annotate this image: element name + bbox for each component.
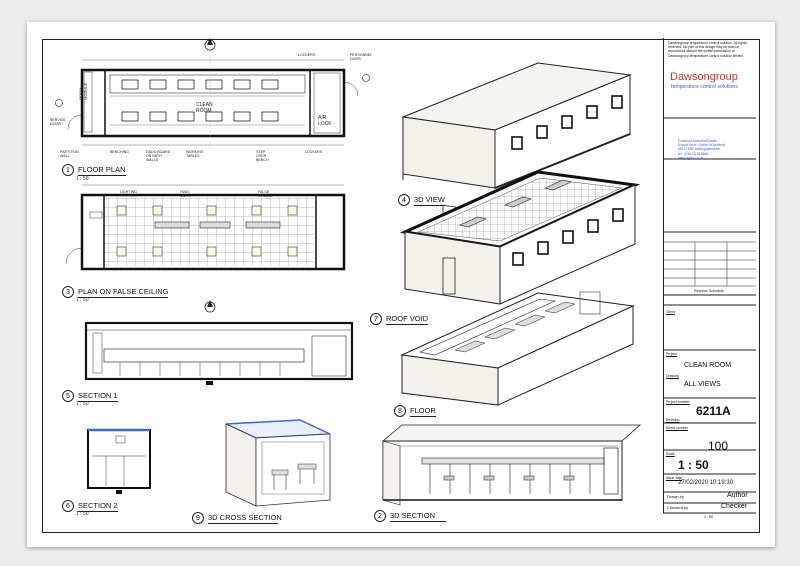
3d-view-drawing (401, 62, 632, 246)
view-label-false-ceiling: 3 PLAN ON FALSE CEILING (62, 286, 169, 298)
company-name: Dawsongroup (670, 71, 738, 83)
address-line: Foxwood Industrial Estate (678, 139, 718, 143)
label-lighting: LIGHTING (120, 190, 137, 194)
label-step-over-bench: STEP OVER BENCH (256, 150, 269, 162)
project-number-value: 6211A (696, 404, 731, 418)
drawn-by-value: Author (727, 492, 748, 499)
address-line: Export Drive, Sutton in Ashfield (678, 143, 725, 148)
project-label: Project (666, 352, 677, 356)
footer-scale: 1 : 50 (704, 515, 713, 519)
view-number: 9 (192, 512, 204, 524)
drawn-by-label: Drawn by (667, 494, 684, 499)
revision-label: Revision (666, 418, 680, 422)
view-number: 7 (370, 313, 382, 325)
title-block-lines (663, 117, 756, 514)
label-benching: BENCHING (110, 150, 129, 154)
false-ceiling-drawing (65, 184, 346, 271)
view-title: SECTION 1 (78, 390, 118, 402)
view-scale: 1 : 50 (76, 511, 89, 517)
label-clean-room: CLEAN ROOM (196, 102, 213, 114)
view-label-section-1: 5 SECTION 1 (62, 390, 118, 402)
view-number: 6 (62, 500, 74, 512)
view-title: FLOOR (410, 405, 436, 417)
label-lockers-bottom: LOCKERS (305, 150, 323, 154)
view-title: ROOF VOID (386, 313, 429, 325)
sheet-number-label: Sheet number (666, 426, 688, 430)
scale-value: 1 : 50 (678, 458, 709, 472)
3d-cross-section-drawing (225, 419, 331, 507)
view-label-floor-plan: 1 FLOOR PLAN (62, 164, 126, 176)
view-number: 3 (62, 286, 74, 298)
view-scale: 1 : 50 (76, 297, 89, 303)
company-address: Foxwood Industrial Estate Export Drive, … (678, 139, 754, 160)
project-number-label: Project number (666, 400, 690, 404)
label-dado-board: DADO BOARD ON BATH WALLS (146, 150, 171, 162)
view-title: SECTION 2 (78, 500, 118, 512)
section-2-drawing (87, 428, 151, 494)
view-number: 8 (394, 405, 406, 417)
section-1-drawing (84, 300, 354, 385)
issue-date-value: 27/02/2020 10:19:30 (678, 480, 734, 486)
checked-by-label: Checked by (667, 505, 689, 510)
3d-section-drawing (381, 424, 642, 506)
view-number: 2 (374, 510, 386, 522)
address-line: NG17 6BF Nottinghamshire (678, 147, 720, 152)
copyright-note: Dawsongroup temperature control solution… (668, 41, 747, 58)
revision-schedule-label: Revision Schedule (694, 289, 724, 293)
floor-plan-drawing (55, 38, 370, 150)
company-tagline: temperature control solutions (671, 84, 738, 90)
view-title: 3D VIEW (414, 194, 445, 206)
scale-label: Scale (666, 452, 675, 456)
label-room-module: ROOM MODULE (78, 82, 88, 100)
view-title: PLAN ON FALSE CEILING (78, 286, 169, 298)
view-label-3d-cross-section: 9 3D CROSS SECTION (192, 512, 282, 524)
view-number: 5 (62, 390, 74, 402)
drawing-label: Drawing (666, 374, 679, 378)
view-number: 1 (62, 164, 74, 176)
address-line: tel : (01623) 518646 (678, 151, 709, 156)
checked-by-value: Checker (721, 503, 748, 510)
sheet-number-value: 100 (708, 439, 729, 453)
view-number: 4 (398, 194, 410, 206)
view-label-floor: 8 FLOOR (394, 405, 436, 417)
label-false-ceiling: FALSE CEILING (258, 190, 273, 198)
client-label: Client (666, 310, 675, 314)
label-lockers-top: LOCKERS (298, 53, 316, 57)
view-title: 3D CROSS SECTION (208, 512, 282, 524)
view-scale: 1 : 50 (76, 176, 89, 182)
title-block: Dawsongroup temperature control solution… (663, 38, 757, 519)
address-line: www.dgtcs.co.uk (678, 155, 704, 160)
view-scale: 1 : 50 (76, 401, 89, 407)
issue-date-label: Issue date (666, 476, 683, 480)
view-label-3d-view: 4 3D VIEW (398, 194, 445, 206)
view-label-3d-section: 2 3D SECTION (374, 510, 446, 522)
roof-void-drawing (399, 170, 641, 305)
drawing-value: ALL VIEWS (684, 381, 721, 388)
view-label-roof-void: 7 ROOF VOID (370, 313, 429, 325)
view-title: 3D SECTION (390, 511, 446, 522)
view-label-section-2: 6 SECTION 2 (62, 500, 118, 512)
label-air-lock: AIR LOCK (318, 115, 332, 127)
label-working-tables: WORKING TABLES (186, 150, 204, 158)
label-partition-wall: PARTITION WALL (60, 150, 79, 158)
view-title: FLOOR PLAN (78, 164, 126, 176)
3d-floor-drawing (400, 291, 635, 406)
label-hvac-units: HVAC UNITS (180, 190, 191, 198)
label-personnel-door: PERSONNEL DOOR (350, 53, 373, 61)
label-service-door: SERVICE DOOR (50, 118, 66, 126)
sheet-border (42, 39, 760, 533)
project-value: CLEAN ROOM (684, 362, 732, 369)
